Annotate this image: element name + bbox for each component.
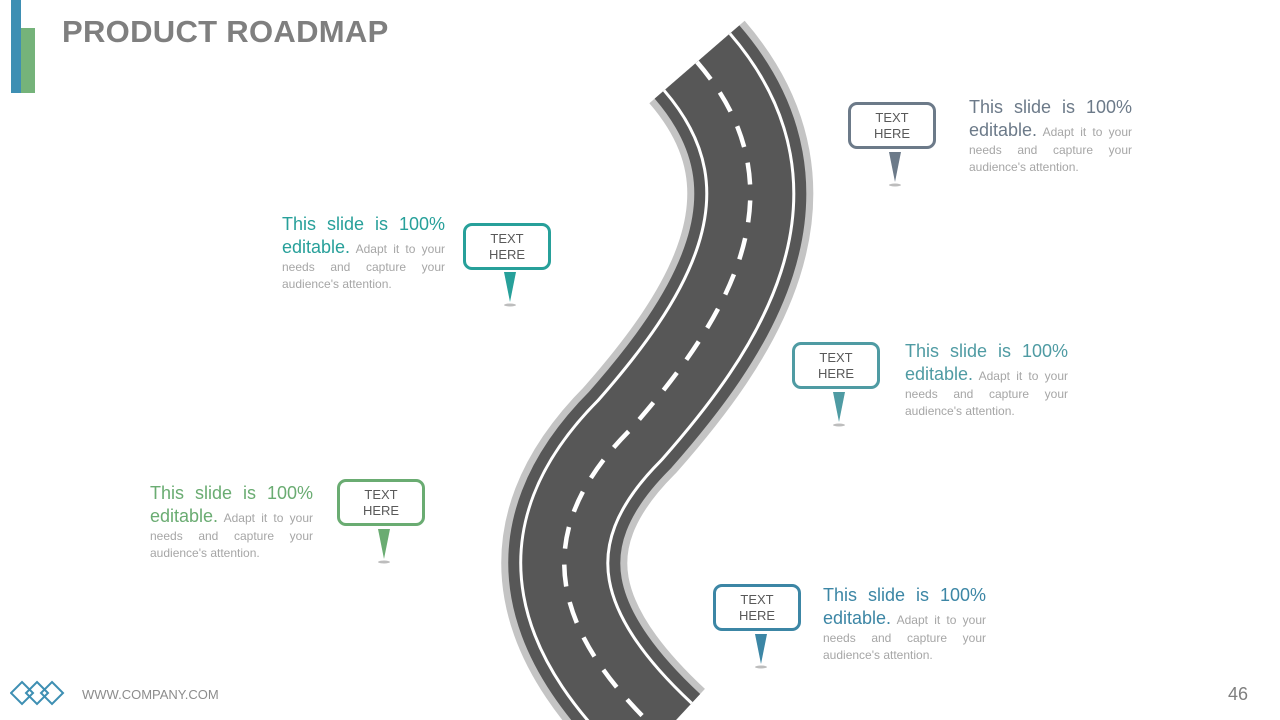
milestone-bubble-5[interactable]: TEXT HERE — [713, 584, 801, 631]
map-pin-icon — [755, 634, 767, 669]
milestone-body: Adapt it to your needs and capture your … — [282, 242, 445, 291]
milestone-text-2: This slide is 100% editable. Adapt it to… — [282, 213, 445, 292]
milestone-bubble-label: TEXT HERE — [362, 486, 400, 518]
accent-bar-green — [21, 28, 35, 93]
milestone-heading: This slide is 100% editable. — [150, 483, 313, 526]
milestone-text-5: This slide is 100% editable. Adapt it to… — [823, 584, 986, 663]
map-pin-icon — [889, 152, 901, 187]
milestone-heading: This slide is 100% editable. — [823, 585, 986, 628]
milestone-body: Adapt it to your needs and capture your … — [823, 613, 986, 662]
milestone-bubble-label: TEXT HERE — [873, 109, 911, 141]
milestone-bubble-label: TEXT HERE — [817, 349, 855, 381]
page-title: PRODUCT ROADMAP — [62, 14, 389, 49]
milestone-text-3: This slide is 100% editable. Adapt it to… — [905, 340, 1068, 419]
milestone-text-4: This slide is 100% editable. Adapt it to… — [150, 482, 313, 561]
milestone-bubble-label: TEXT HERE — [488, 230, 526, 262]
page-number: 46 — [1227, 684, 1248, 704]
milestone-body: Adapt it to your needs and capture your … — [969, 125, 1132, 174]
milestone-bubble-1[interactable]: TEXT HERE — [848, 102, 936, 149]
map-pin-icon — [833, 392, 845, 427]
milestone-bubble-2[interactable]: TEXT HERE — [463, 223, 551, 270]
milestone-heading: This slide is 100% editable. — [282, 214, 445, 257]
milestone-body: Adapt it to your needs and capture your … — [905, 369, 1068, 418]
road-center-dashes — [562, 60, 753, 720]
accent-bar-blue — [11, 0, 21, 93]
diamond-chain-logo-icon — [10, 680, 65, 706]
milestone-heading: This slide is 100% editable. — [905, 341, 1068, 384]
milestone-text-1: This slide is 100% editable. Adapt it to… — [969, 96, 1132, 175]
footer-url: WWW.COMPANY.COM — [82, 687, 219, 702]
map-pin-icon — [504, 272, 516, 307]
milestone-bubble-3[interactable]: TEXT HERE — [792, 342, 880, 389]
milestone-bubble-4[interactable]: TEXT HERE — [337, 479, 425, 526]
milestone-bubble-label: TEXT HERE — [738, 591, 776, 623]
milestone-body: Adapt it to your needs and capture your … — [150, 511, 313, 560]
map-pin-icon — [378, 529, 390, 564]
milestone-heading: This slide is 100% editable. — [969, 97, 1132, 140]
